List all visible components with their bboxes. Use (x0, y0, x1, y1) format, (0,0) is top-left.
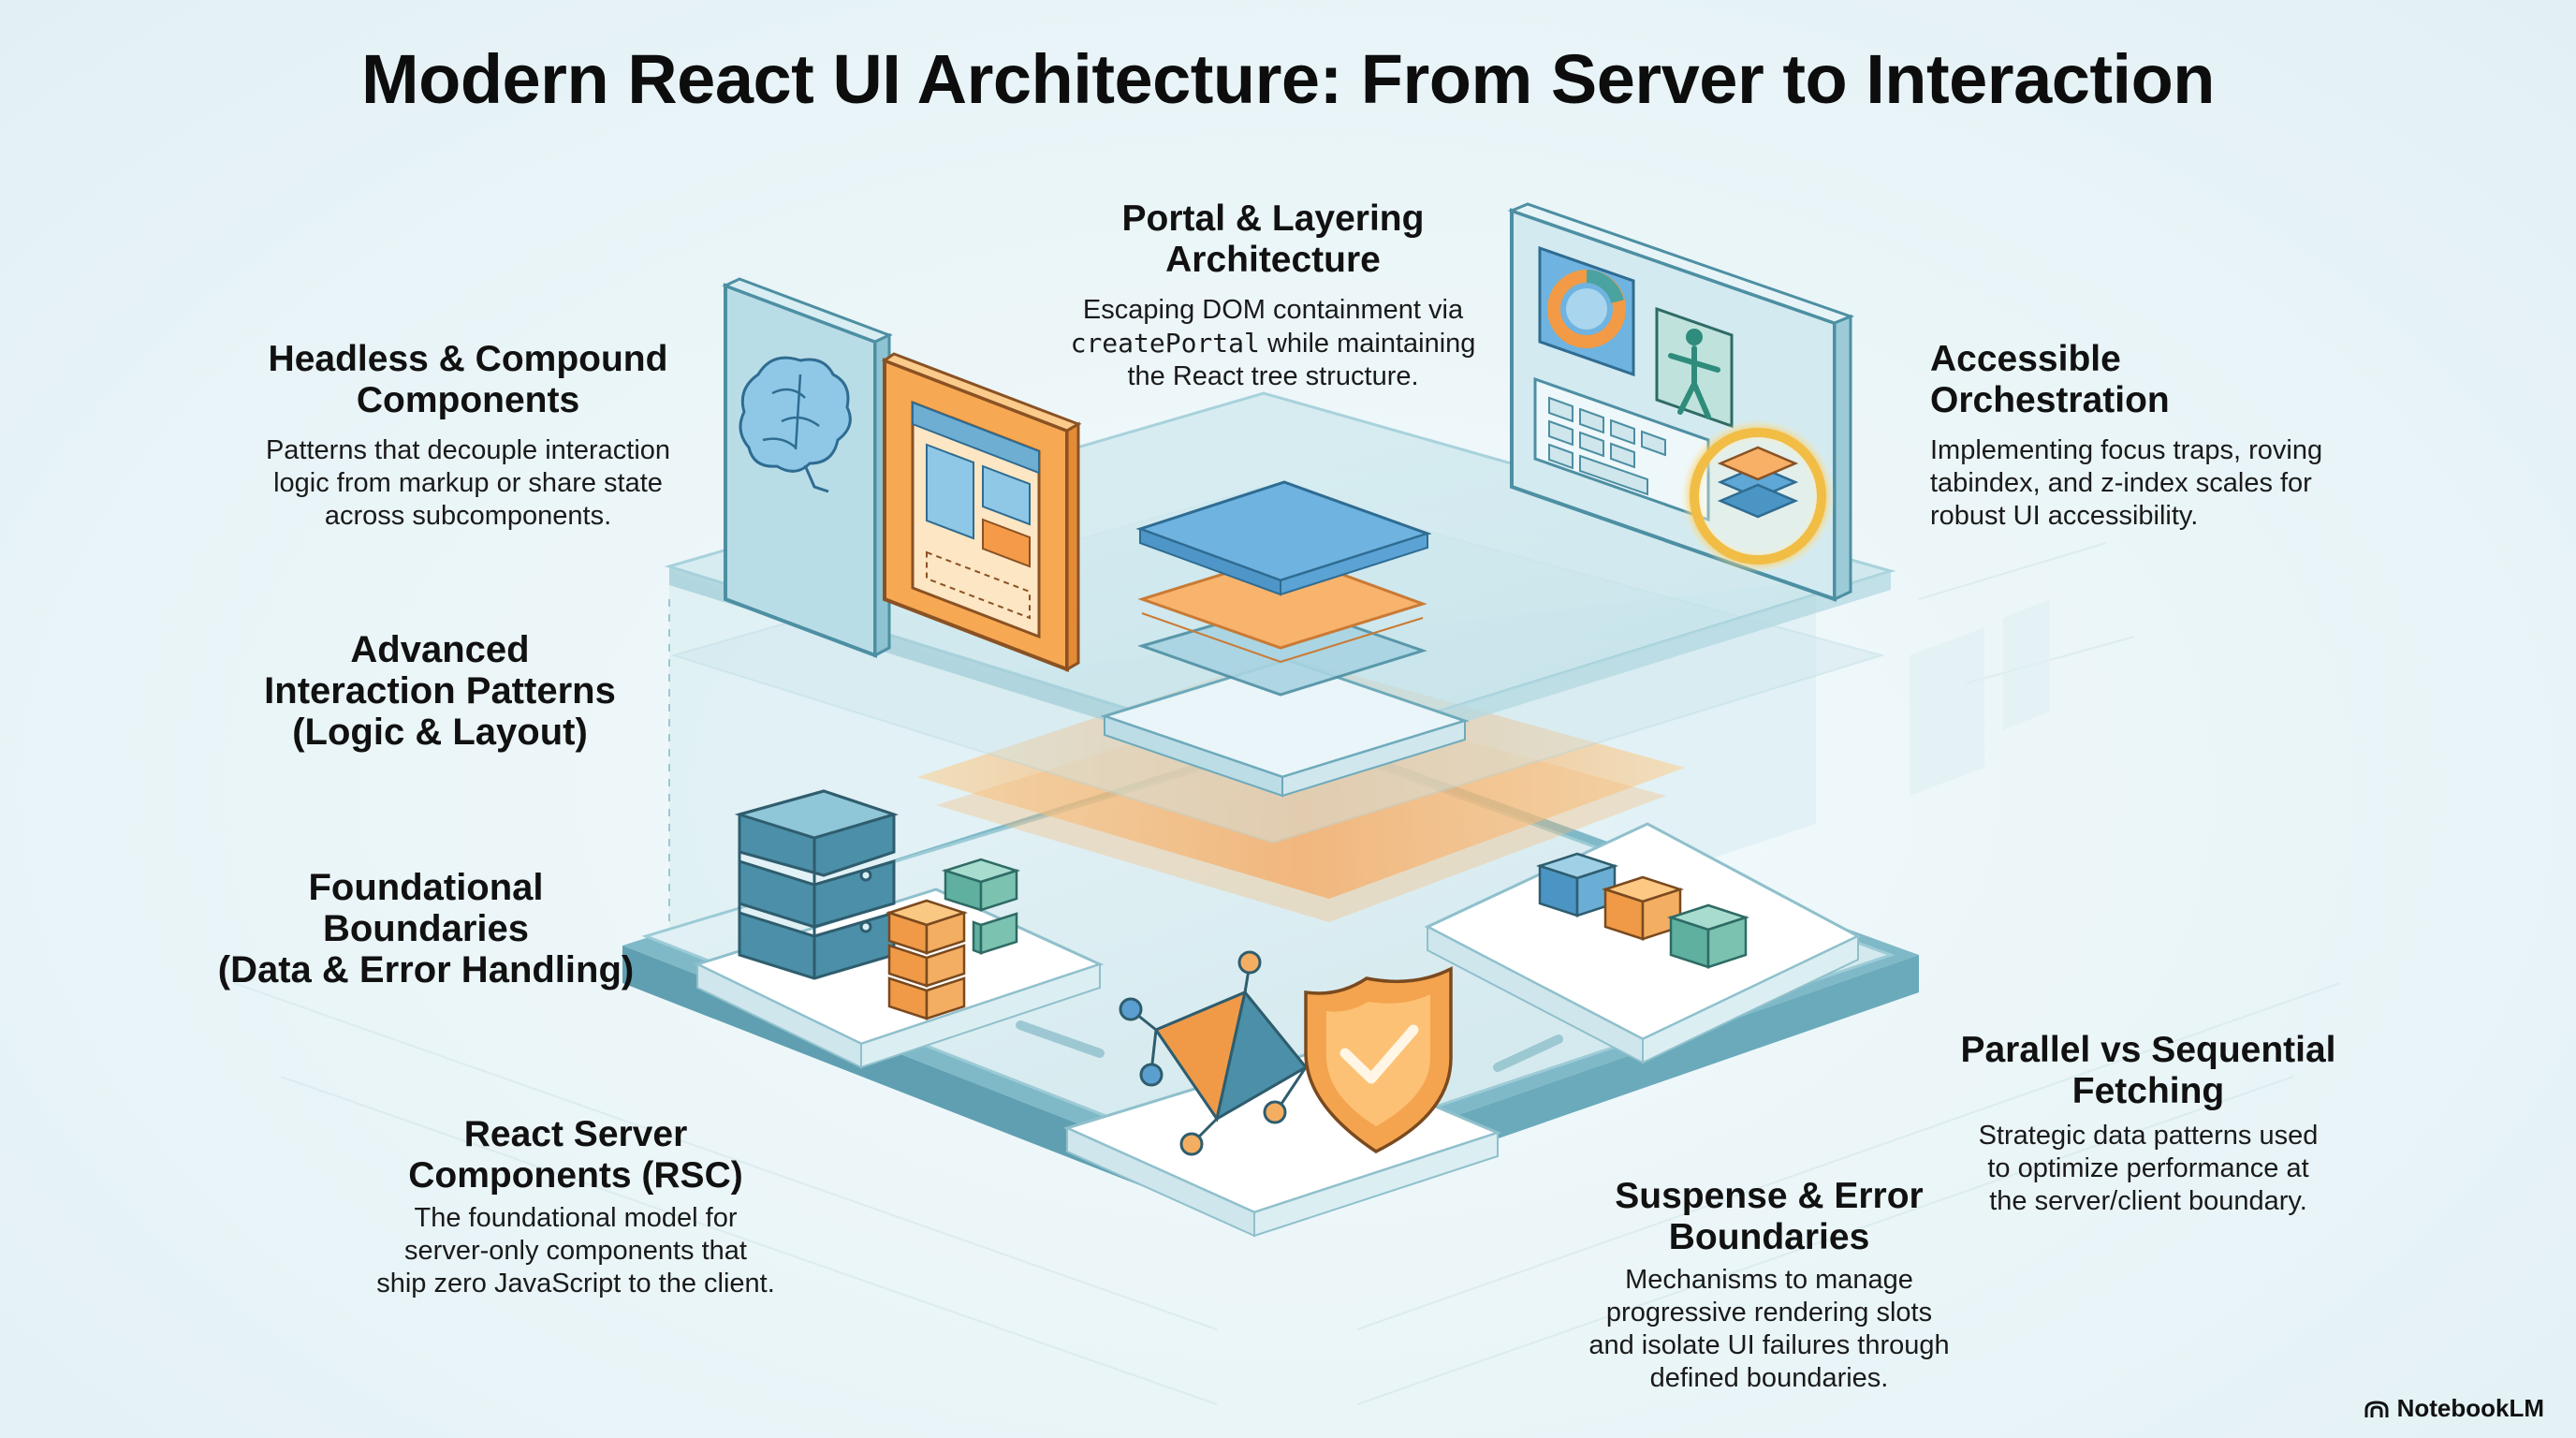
desc-line: to optimize performance at (1987, 1153, 2309, 1183)
accessible-orchestration-block: Accessible Orchestration Implementing fo… (1930, 339, 2454, 533)
desc-line: server-only components that (404, 1236, 747, 1266)
fetch-cubes-icon (1535, 852, 1750, 969)
section-foundational-boundaries: Foundational Boundaries (Data & Error Ha… (201, 867, 651, 990)
block-heading: Portal & Layering Architecture (1016, 198, 1530, 281)
shield-check-icon (1304, 966, 1453, 1154)
desc-line: across subcomponents. (324, 501, 612, 531)
heading-line: Suspense & Error (1615, 1176, 1924, 1216)
parallel-sequential-fetching-block: Parallel vs Sequential Fetching Strategi… (1895, 1030, 2401, 1218)
block-description: Implementing focus traps, roving tabinde… (1930, 434, 2454, 533)
block-heading: Headless & Compound Components (225, 339, 711, 421)
desc-line: progressive rendering slots (1605, 1298, 1933, 1328)
dashed-guides (668, 599, 1377, 1030)
code-createportal: createPortal (1070, 328, 1260, 359)
block-description: Mechanisms to manage progressive renderi… (1516, 1264, 2022, 1395)
portal-layering-block: Portal & Layering Architecture Escaping … (1016, 198, 1530, 393)
server-stack-icon (734, 789, 900, 980)
heading-line: Accessible (1930, 339, 2121, 379)
desc-line: createPortal while maintaining (1016, 327, 1530, 360)
focus-ring-layers-icon (1681, 419, 1835, 573)
desc-line: Implementing focus traps, roving (1930, 435, 2323, 465)
section-line: Interaction Patterns (264, 670, 616, 712)
block-heading: Suspense & Error Boundaries (1516, 1176, 2022, 1258)
notebooklm-brand: NotebookLM (2364, 1394, 2544, 1423)
desc-line: Escaping DOM containment via (1082, 295, 1464, 325)
background-panels (1910, 599, 2050, 796)
block-description: The foundational model for server-only c… (332, 1202, 819, 1300)
heading-line: Orchestration (1930, 380, 2170, 420)
desc-line: The foundational model for (414, 1203, 738, 1233)
desc-line: the React tree structure. (1127, 361, 1419, 391)
block-description: Strategic data patterns used to optimize… (1895, 1120, 2401, 1218)
heading-line: Components (356, 380, 580, 420)
background-grid (233, 542, 2341, 1405)
desc-text: while maintaining (1259, 329, 1476, 359)
desc-line: robust UI accessibility. (1930, 501, 2199, 531)
desc-line: Strategic data patterns used (1978, 1121, 2319, 1151)
desc-line: the server/client boundary. (1989, 1186, 2307, 1216)
section-advanced-interaction: Advanced Interaction Patterns (Logic & L… (234, 629, 646, 753)
block-heading: Parallel vs Sequential Fetching (1895, 1030, 2401, 1112)
portal-layer-stack (1100, 480, 1470, 798)
heading-line: Fetching (2071, 1071, 2225, 1111)
notebooklm-logo-icon (2364, 1400, 2389, 1417)
keyboard-icon (1533, 376, 1710, 522)
section-line: Foundational (308, 867, 544, 908)
heading-line: Headless & Compound (268, 339, 668, 379)
desc-line: and isolate UI failures through (1588, 1330, 1950, 1360)
desc-line: ship zero JavaScript to the client. (376, 1269, 775, 1299)
block-description: Escaping DOM containment via createPorta… (1016, 294, 1530, 393)
section-line: (Data & Error Handling) (217, 949, 635, 990)
teal-cubes-stack (941, 858, 1021, 955)
orange-cubes-stack (885, 899, 969, 1020)
desc-line: tabindex, and z-index scales for (1930, 468, 2312, 498)
brain-icon (739, 356, 852, 493)
heading-line: Components (RSC) (408, 1155, 743, 1196)
heading-line: React Server (463, 1114, 688, 1154)
section-line: Advanced (350, 629, 530, 670)
heading-line: Parallel vs Sequential (1960, 1030, 2336, 1070)
desc-line: defined boundaries. (1649, 1363, 1889, 1393)
section-line: Boundaries (322, 908, 530, 949)
desc-line: logic from markup or share state (273, 468, 663, 498)
block-description: Patterns that decouple interaction logic… (225, 434, 711, 533)
block-heading: Accessible Orchestration (1930, 339, 2454, 421)
suspense-error-boundaries-block: Suspense & Error Boundaries Mechanisms t… (1516, 1176, 2022, 1395)
section-line: (Logic & Layout) (292, 712, 588, 753)
heading-line: Portal & Layering (1121, 198, 1425, 239)
react-server-components-block: React Server Components (RSC) The founda… (332, 1114, 819, 1300)
brand-text: NotebookLM (2396, 1394, 2544, 1422)
heading-line: Boundaries (1668, 1217, 1870, 1257)
donut-chart-icon (1538, 245, 1635, 377)
desc-line: Mechanisms to manage (1625, 1265, 1913, 1295)
network-graph-icon (1119, 950, 1332, 1156)
platform-connectors (1016, 1020, 1563, 1072)
block-heading: React Server Components (RSC) (332, 1114, 819, 1196)
page-title: Modern React UI Architecture: From Serve… (360, 40, 2216, 118)
desc-line: Patterns that decouple interaction (265, 435, 671, 465)
headless-compound-block: Headless & Compound Components Patterns … (225, 339, 711, 533)
heading-line: Architecture (1165, 240, 1381, 280)
